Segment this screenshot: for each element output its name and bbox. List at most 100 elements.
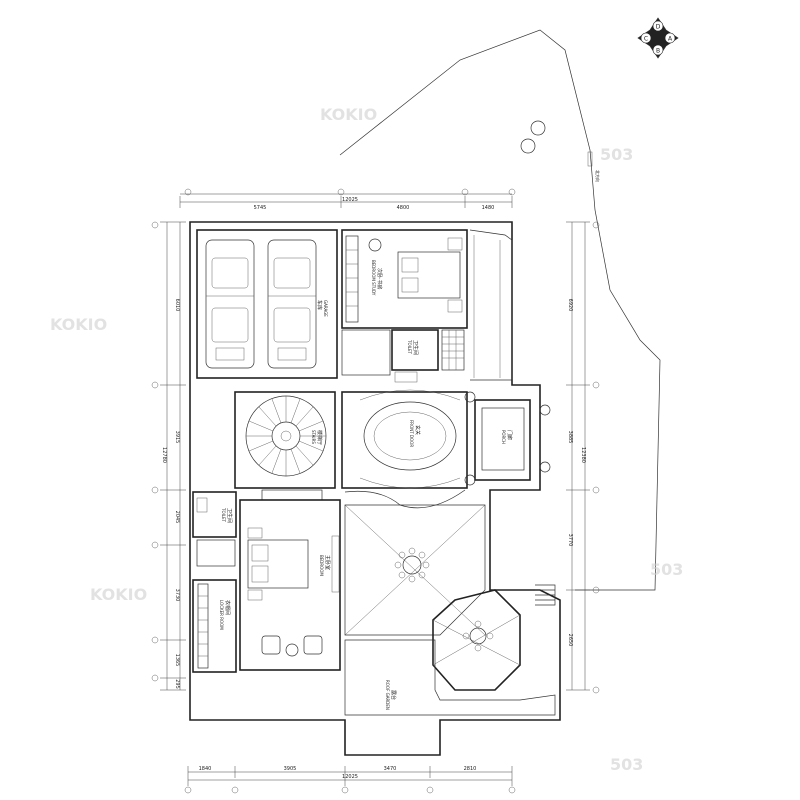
dim-left-5: 3730 [174,589,180,602]
dim-left-1: 6010 [174,299,180,312]
dimension-left [160,221,186,691]
room-label-stairs-cn: 楼梯厅 [316,430,323,445]
dim-bottom-4: 3470 [384,766,397,772]
dim-top-4: 1480 [482,205,495,211]
room-label-toilet-upper-en: TOILET [407,339,412,355]
dim-right-4: 3770 [567,534,573,547]
watermark: KOKIO [320,105,377,124]
terrace-area [344,504,486,636]
bathtub-icon [196,539,236,567]
compass-letter: C [644,36,648,43]
bookshelf-icon [345,235,359,323]
foyer-rug [363,401,457,471]
dimension-top [179,193,513,208]
toilet-icon [196,497,208,513]
room-label-toilet-lower-cn: 卫生间 [226,508,233,523]
dim-right-1: 6920 [567,299,573,312]
second-bedroom-room [341,229,468,329]
nightstand-icon [447,237,463,251]
dim-left-6: 1365 [174,654,180,667]
compass-letter: D [656,24,661,31]
dim-left-2: 3915 [174,431,180,444]
room-label-toilet-upper-cn: 卫生间 [412,340,419,355]
chair-icon [368,238,382,252]
dimension-right [566,221,590,691]
dim-bottom-5: 2810 [464,766,477,772]
wardrobe-icon [197,583,209,669]
room-label-bedroom-cn: 主卧室 [324,555,331,570]
dim-bottom-3: 12025 [342,774,358,780]
toilet-upper-room [391,329,439,371]
room-label-toilet-lower-en: TOILET [221,507,226,523]
car-icon [267,239,317,369]
stairs-room [234,391,336,489]
dim-top-2: 12025 [342,197,358,203]
watermark: 503 [610,755,643,774]
compass-letter: B [656,48,660,55]
sink-icon [394,371,418,383]
tree-icon [530,120,546,136]
compass-icon: D A C B [637,17,679,59]
room-label-porch-en: PORCH [501,430,506,444]
dim-left-3: 12780 [161,447,167,463]
watermark: 503 [650,560,683,579]
dim-bottom-1: 1840 [199,766,212,772]
bed-icon [247,539,309,589]
compass-letter: A [668,36,673,43]
dining-table-icon [462,620,494,652]
dim-top-3: 4800 [397,205,410,211]
spiral-stair-icon [245,395,327,477]
bed-icon [397,251,461,299]
room-label-locker-en: LOCKER ROOM [219,600,224,630]
column-icon [464,391,476,403]
dining-table-icon [394,547,430,583]
dim-left-4: 2045 [174,511,180,524]
toilet-lower-room [192,491,237,538]
room-label-bedroom-en: BEDROOM [319,555,324,576]
sofa-set-icon [261,635,323,657]
watermark: 503 [600,145,633,164]
dim-right-2: 3885 [567,431,573,444]
watermark: KOKIO [90,585,147,604]
front-door-room [341,391,468,489]
octagon-bay [432,589,521,691]
dim-left-7: 295 [174,679,180,689]
dim-top-1: 5745 [254,205,267,211]
shower-icon [441,329,465,371]
nightstand-icon [447,299,463,313]
nightstand-icon [247,527,263,539]
dim-bottom-2: 3905 [284,766,297,772]
steps-icon [535,584,556,606]
bedroom-room [239,499,341,671]
room-label-stairs-en: STAIRS [311,430,316,444]
column-icon [464,474,476,486]
room-label-roof-garden-en: ROOF GARDEN [385,680,390,710]
room-label-garage-en: GARAGE [323,300,328,317]
dim-right-5: 2650 [567,634,573,647]
garage-room [196,229,338,379]
room-label-garage-cn: 车库 [316,300,323,310]
room-label-locker-cn: 衣帽间 [224,600,231,615]
tree-icon [520,138,536,154]
locker-room [192,579,237,673]
axis-markers [151,188,600,794]
cabinet-icon [331,535,340,593]
room-label-roof-garden-cn: 露台 [390,690,397,700]
column-icon [539,404,551,416]
room-label-front-door-en: FRONT DOOR [409,420,414,447]
roof-garden [344,639,556,716]
site-marker [587,151,593,167]
site-boundary [339,29,661,591]
room-label-front-door-cn: 玄关 [414,425,421,435]
watermark: KOKIO [50,315,107,334]
nightstand-icon [247,589,263,601]
porch-room [474,399,531,481]
site-note: 北方向 [595,170,601,182]
room-label-bedroom-study-cn: 次卧·书房 [376,268,383,290]
column-icon [539,461,551,473]
dim-right-3: 12380 [580,447,586,463]
dimension-bottom [187,766,513,786]
room-label-porch-cn: 门廊 [506,430,513,440]
room-label-bedroom-study-en: BEDROOM STUDY [371,260,376,296]
